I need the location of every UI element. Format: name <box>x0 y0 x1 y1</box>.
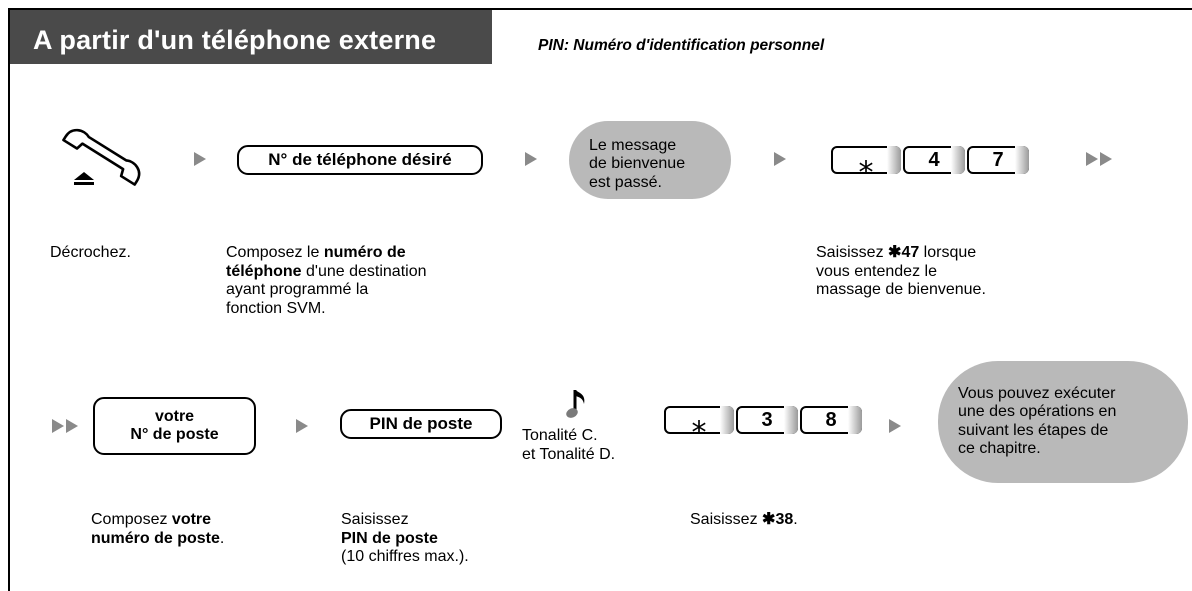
bubble-line: suivant les étapes de <box>958 421 1109 439</box>
arrow-right-icon <box>525 152 537 166</box>
caption-extension: Composez votre numéro de poste. <box>91 511 225 547</box>
bubble-line: Le message <box>589 137 677 154</box>
header-title: A partir d'un téléphone externe <box>33 25 437 55</box>
star-key-icon: ✱ <box>762 511 776 528</box>
handset-offhook-icon <box>46 128 150 205</box>
extension-number-box: votre N° de poste <box>93 397 256 455</box>
music-note-icon <box>566 386 592 427</box>
arrow-right-icon <box>774 152 786 166</box>
caption-enter-47: Saisissez ✱47 lorsque vous entendez le m… <box>816 244 986 299</box>
key-3: 3 <box>736 406 798 434</box>
frame-top-border <box>8 8 1192 10</box>
tone-caption: Tonalité C. et Tonalité D. <box>522 427 616 463</box>
caption-pin: Saisissez PIN de poste (10 chiffres max.… <box>341 511 469 566</box>
frame-left-border <box>8 8 10 591</box>
header-subtitle: PIN: Numéro d'identification personnel <box>538 37 825 54</box>
arrow-right-icon <box>889 419 901 433</box>
caption-enter-38: Saisissez ✱38. <box>690 511 798 528</box>
arrow-right-icon <box>194 152 206 166</box>
arrow-right-icon <box>296 419 308 433</box>
result-bubble: Vous pouvez exécuter une des opérations … <box>938 361 1188 483</box>
bubble-line: ce chapitre. <box>958 440 1041 458</box>
star-key: ⁎ <box>831 146 901 179</box>
bubble-line: une des opérations en <box>958 403 1117 421</box>
bubble-line: Vous pouvez exécuter <box>958 385 1116 402</box>
bubble-line: est passé. <box>589 173 662 191</box>
key-8: 8 <box>800 406 862 434</box>
double-arrow-right-icon <box>52 419 78 433</box>
dial-number-box: N° de téléphone désiré <box>237 145 483 175</box>
caption-dial: Composez le numéro de téléphone d'une de… <box>226 244 427 318</box>
bubble-line: de bienvenue <box>589 155 686 173</box>
double-arrow-right-icon <box>1086 152 1112 166</box>
header-banner <box>10 10 492 64</box>
star-key-icon: ✱ <box>888 244 902 261</box>
star-key: ⁎ <box>664 406 734 439</box>
key-7: 7 <box>967 146 1029 174</box>
extension-pin-box: PIN de poste <box>340 409 502 439</box>
key-4: 4 <box>903 146 965 174</box>
caption-offhook: Décrochez. <box>50 244 131 261</box>
welcome-message-bubble: Le message de bienvenue est passé. <box>569 121 731 199</box>
